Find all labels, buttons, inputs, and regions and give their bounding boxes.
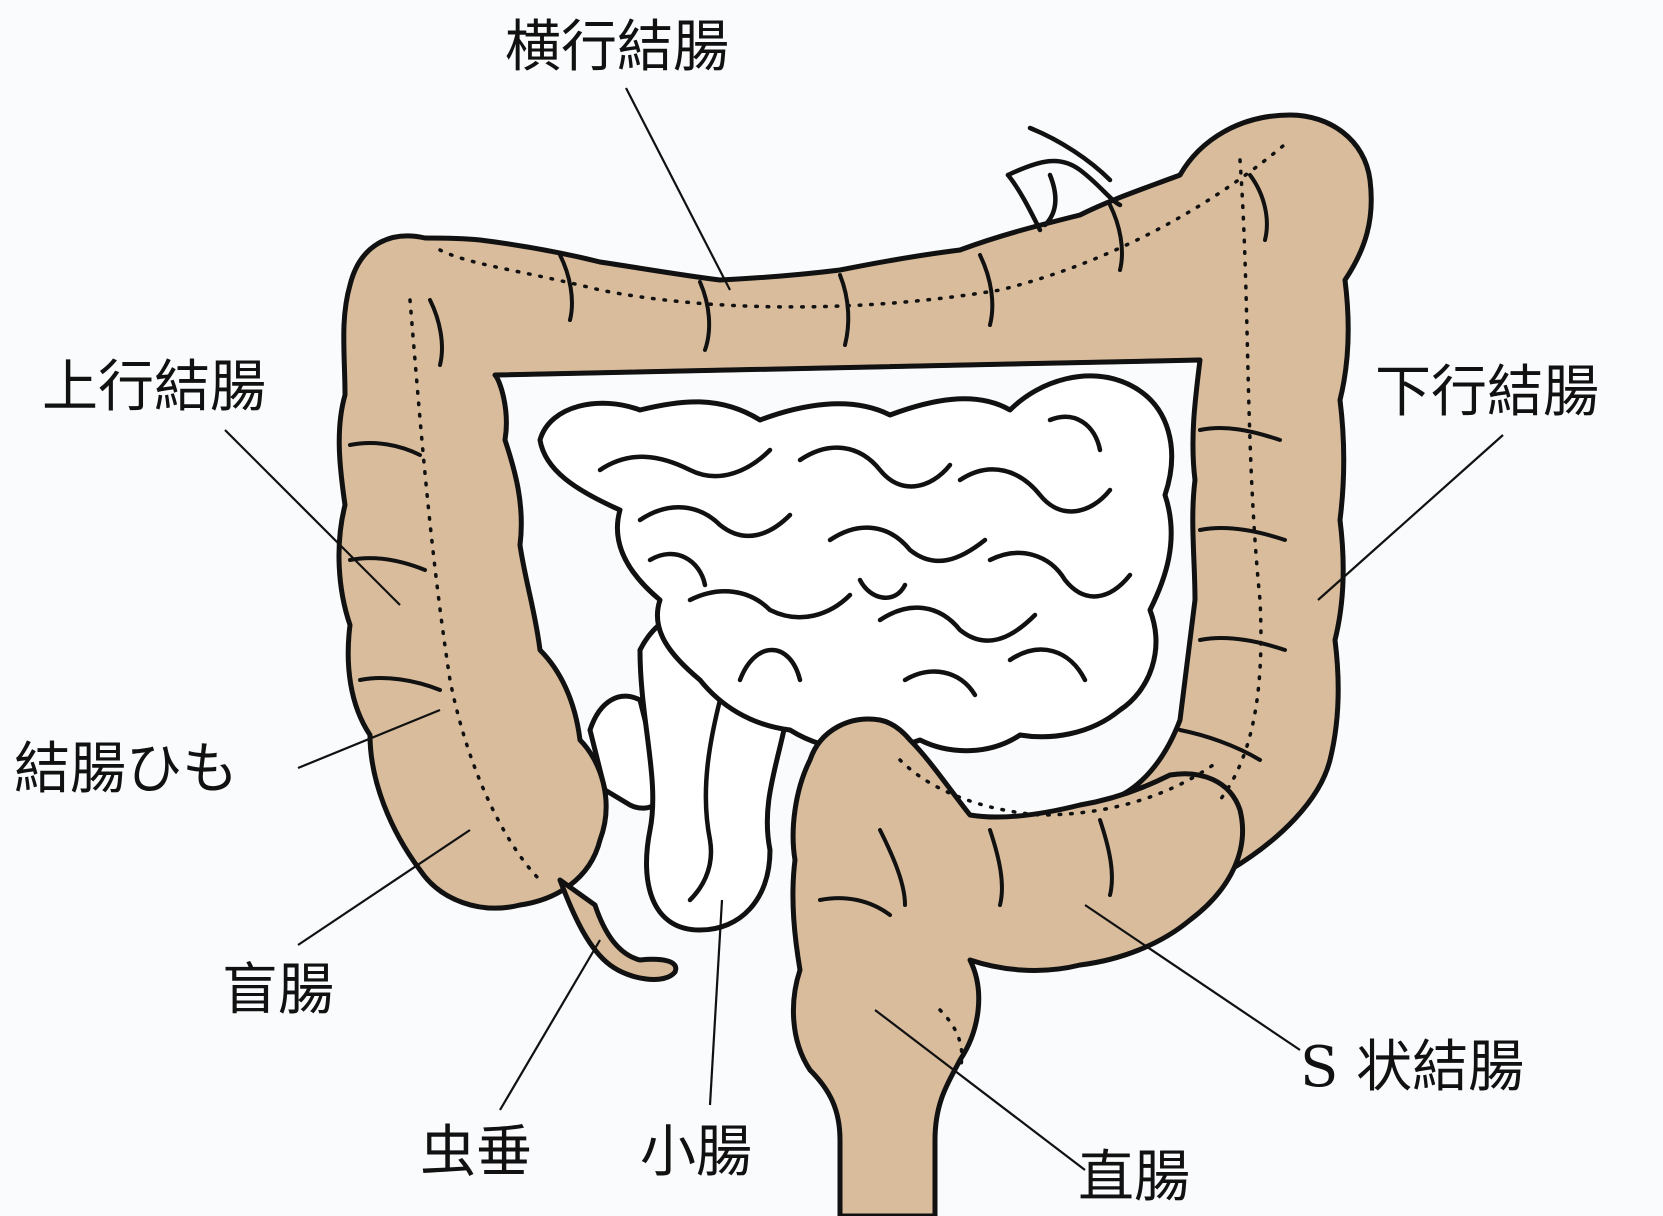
label-rectum: 直腸 (1078, 1150, 1190, 1206)
label-appendix: 虫垂 (420, 1125, 532, 1181)
leader-appendix (500, 940, 600, 1110)
label-taenia-coli: 結腸ひも (14, 742, 238, 798)
label-descending-colon: 下行結腸 (1375, 365, 1599, 421)
leader-sigmoid (1085, 905, 1300, 1050)
label-transverse-colon: 横行結腸 (505, 20, 729, 76)
label-small-intestine: 小腸 (640, 1125, 752, 1181)
leader-transverse (626, 88, 730, 290)
sigmoid-rectum (793, 719, 1243, 1216)
label-sigmoid-colon: S 状結腸 (1300, 1040, 1524, 1096)
label-ascending-colon: 上行結腸 (42, 360, 266, 416)
label-cecum: 盲腸 (222, 963, 334, 1019)
